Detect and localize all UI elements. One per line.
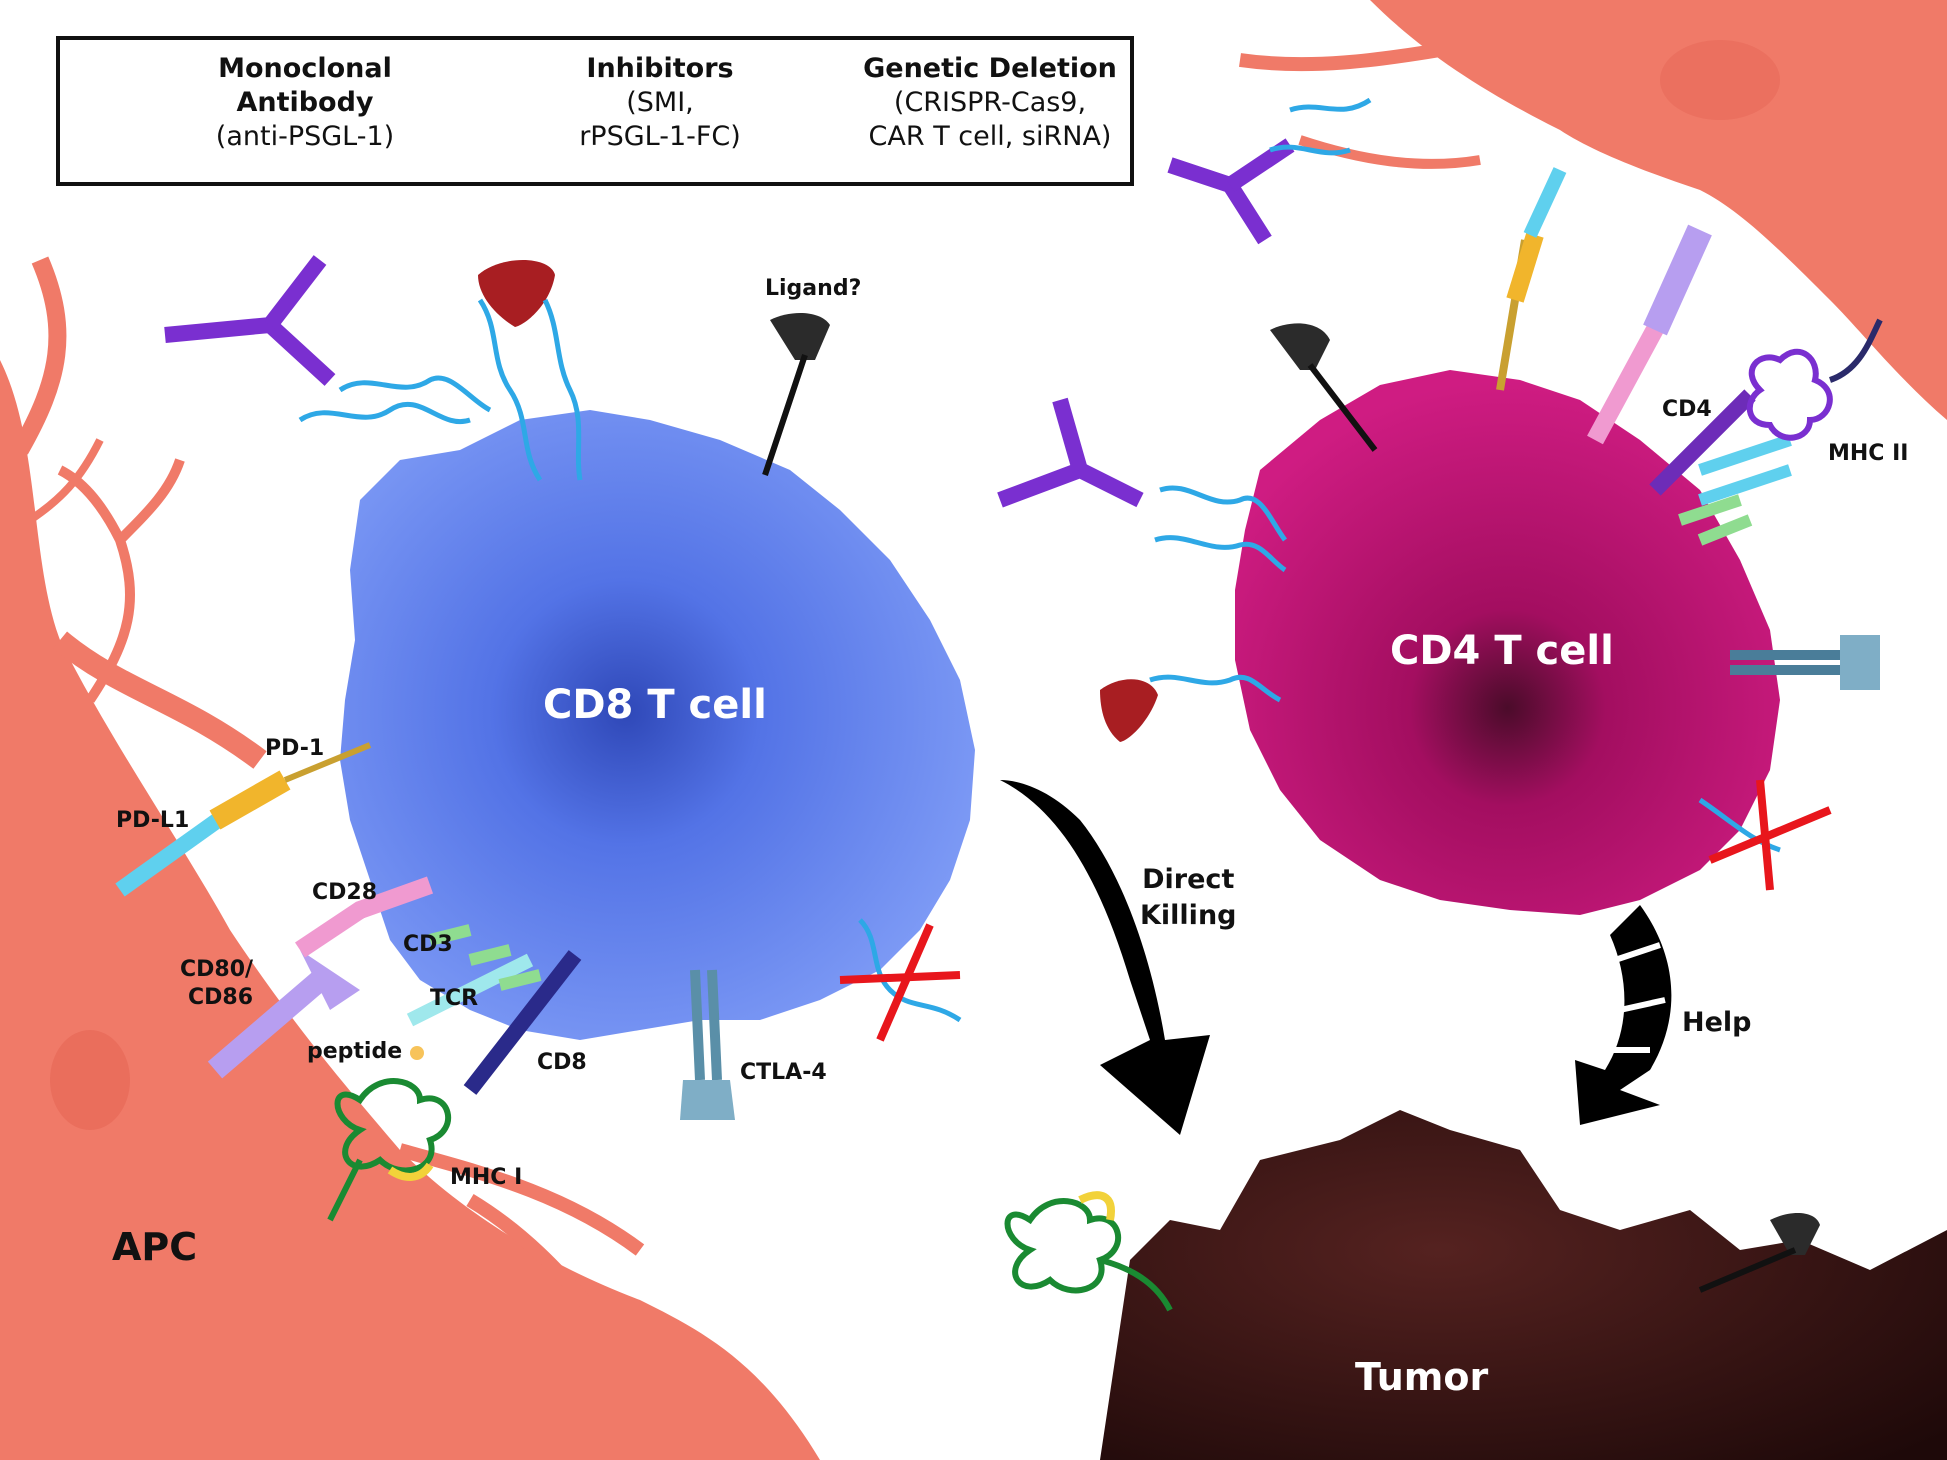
inhibitor-cd8-top xyxy=(478,260,555,327)
cd8-t-cell xyxy=(340,410,975,1040)
cd4-cell-label: CD4 T cell xyxy=(1390,628,1614,674)
cd80-label: CD80/ xyxy=(180,957,254,982)
cd4-t-cell xyxy=(1235,370,1780,915)
deletion-cross-cd4 xyxy=(1708,779,1832,891)
help-arrow xyxy=(1575,905,1672,1125)
ctla4-molecule xyxy=(680,969,735,1120)
cd8-cell-label: CD8 T cell xyxy=(543,682,767,728)
tumor-cell xyxy=(1100,1110,1947,1460)
cd4-molecule-label: CD4 xyxy=(1662,397,1712,422)
legend-box: Monoclonal Antibody (anti-PSGL-1) Inhibi… xyxy=(56,36,1134,186)
pd1-pdl1-pair xyxy=(115,742,372,897)
legend-antibody-sub: (anti-PSGL-1) xyxy=(215,121,395,152)
legend-deletion-sub-2: CAR T cell, siRNA) xyxy=(868,121,1112,152)
antibody-cd8-top-left xyxy=(164,255,336,386)
cd28-cd80-pair xyxy=(207,876,434,1079)
direct-killing-arrow xyxy=(1000,780,1210,1135)
top-receptors-cd4 xyxy=(1496,167,1712,445)
killing-label: Killing xyxy=(1140,900,1237,931)
mhc2-label: MHC II xyxy=(1828,441,1909,466)
legend-deletion: Genetic Deletion (CRISPR-Cas9, CAR T cel… xyxy=(845,52,1135,154)
mhc1-molecule xyxy=(327,1078,451,1222)
antibody-cd4-left xyxy=(997,397,1144,508)
legend-deletion-title: Genetic Deletion xyxy=(863,53,1117,84)
apc-top-right xyxy=(1239,0,1947,420)
cd4-mhc2-cluster xyxy=(1649,318,1883,546)
help-label: Help xyxy=(1682,1007,1752,1038)
legend-inhibitor-sub-2: rPSGL-1-FC) xyxy=(579,121,741,152)
cd28-label: CD28 xyxy=(312,880,378,905)
tcr-label: TCR xyxy=(430,986,479,1011)
ligand-pin-tumor xyxy=(1698,1213,1820,1293)
antibody-top-right xyxy=(1167,138,1295,245)
ligand-label: Ligand? xyxy=(765,276,862,301)
ligand-pin-cd8 xyxy=(762,313,830,476)
direct-killing-label: Direct Killing xyxy=(1140,862,1237,934)
direct-label: Direct xyxy=(1142,864,1235,895)
tumor-label: Tumor xyxy=(1355,1355,1489,1399)
peptide-label: peptide xyxy=(307,1039,403,1064)
legend-deletion-sub-1: (CRISPR-Cas9, xyxy=(893,87,1087,118)
ctla4-label: CTLA-4 xyxy=(740,1060,827,1085)
cd4-side-receptor xyxy=(1730,635,1880,690)
legend-antibody-title: Monoclonal Antibody xyxy=(218,53,392,118)
cd86-label: CD86 xyxy=(188,985,254,1010)
ligand-pin-cd4 xyxy=(1270,323,1378,452)
apc-label: APC xyxy=(112,1225,198,1269)
psgl1-molecules xyxy=(298,97,1781,1023)
legend-inhibitor: Inhibitors (SMI, rPSGL-1-FC) xyxy=(570,52,750,154)
pdl1-label: PD-L1 xyxy=(116,808,190,833)
cd3-label: CD3 xyxy=(403,932,453,957)
legend-antibody: Monoclonal Antibody (anti-PSGL-1) xyxy=(200,52,410,154)
legend-inhibitor-sub-1: (SMI, xyxy=(626,87,694,118)
cd8-molecule-label: CD8 xyxy=(537,1050,587,1075)
tcr-complex xyxy=(406,924,582,1095)
mhc1-label: MHC I xyxy=(450,1165,523,1190)
deletion-cross-cd8 xyxy=(839,923,961,1042)
pd1-label: PD-1 xyxy=(265,736,325,761)
mhc1-tumor-molecule xyxy=(1004,1191,1173,1312)
inhibitor-cd4-left xyxy=(1100,679,1158,742)
legend-inhibitor-title: Inhibitors xyxy=(586,53,734,84)
